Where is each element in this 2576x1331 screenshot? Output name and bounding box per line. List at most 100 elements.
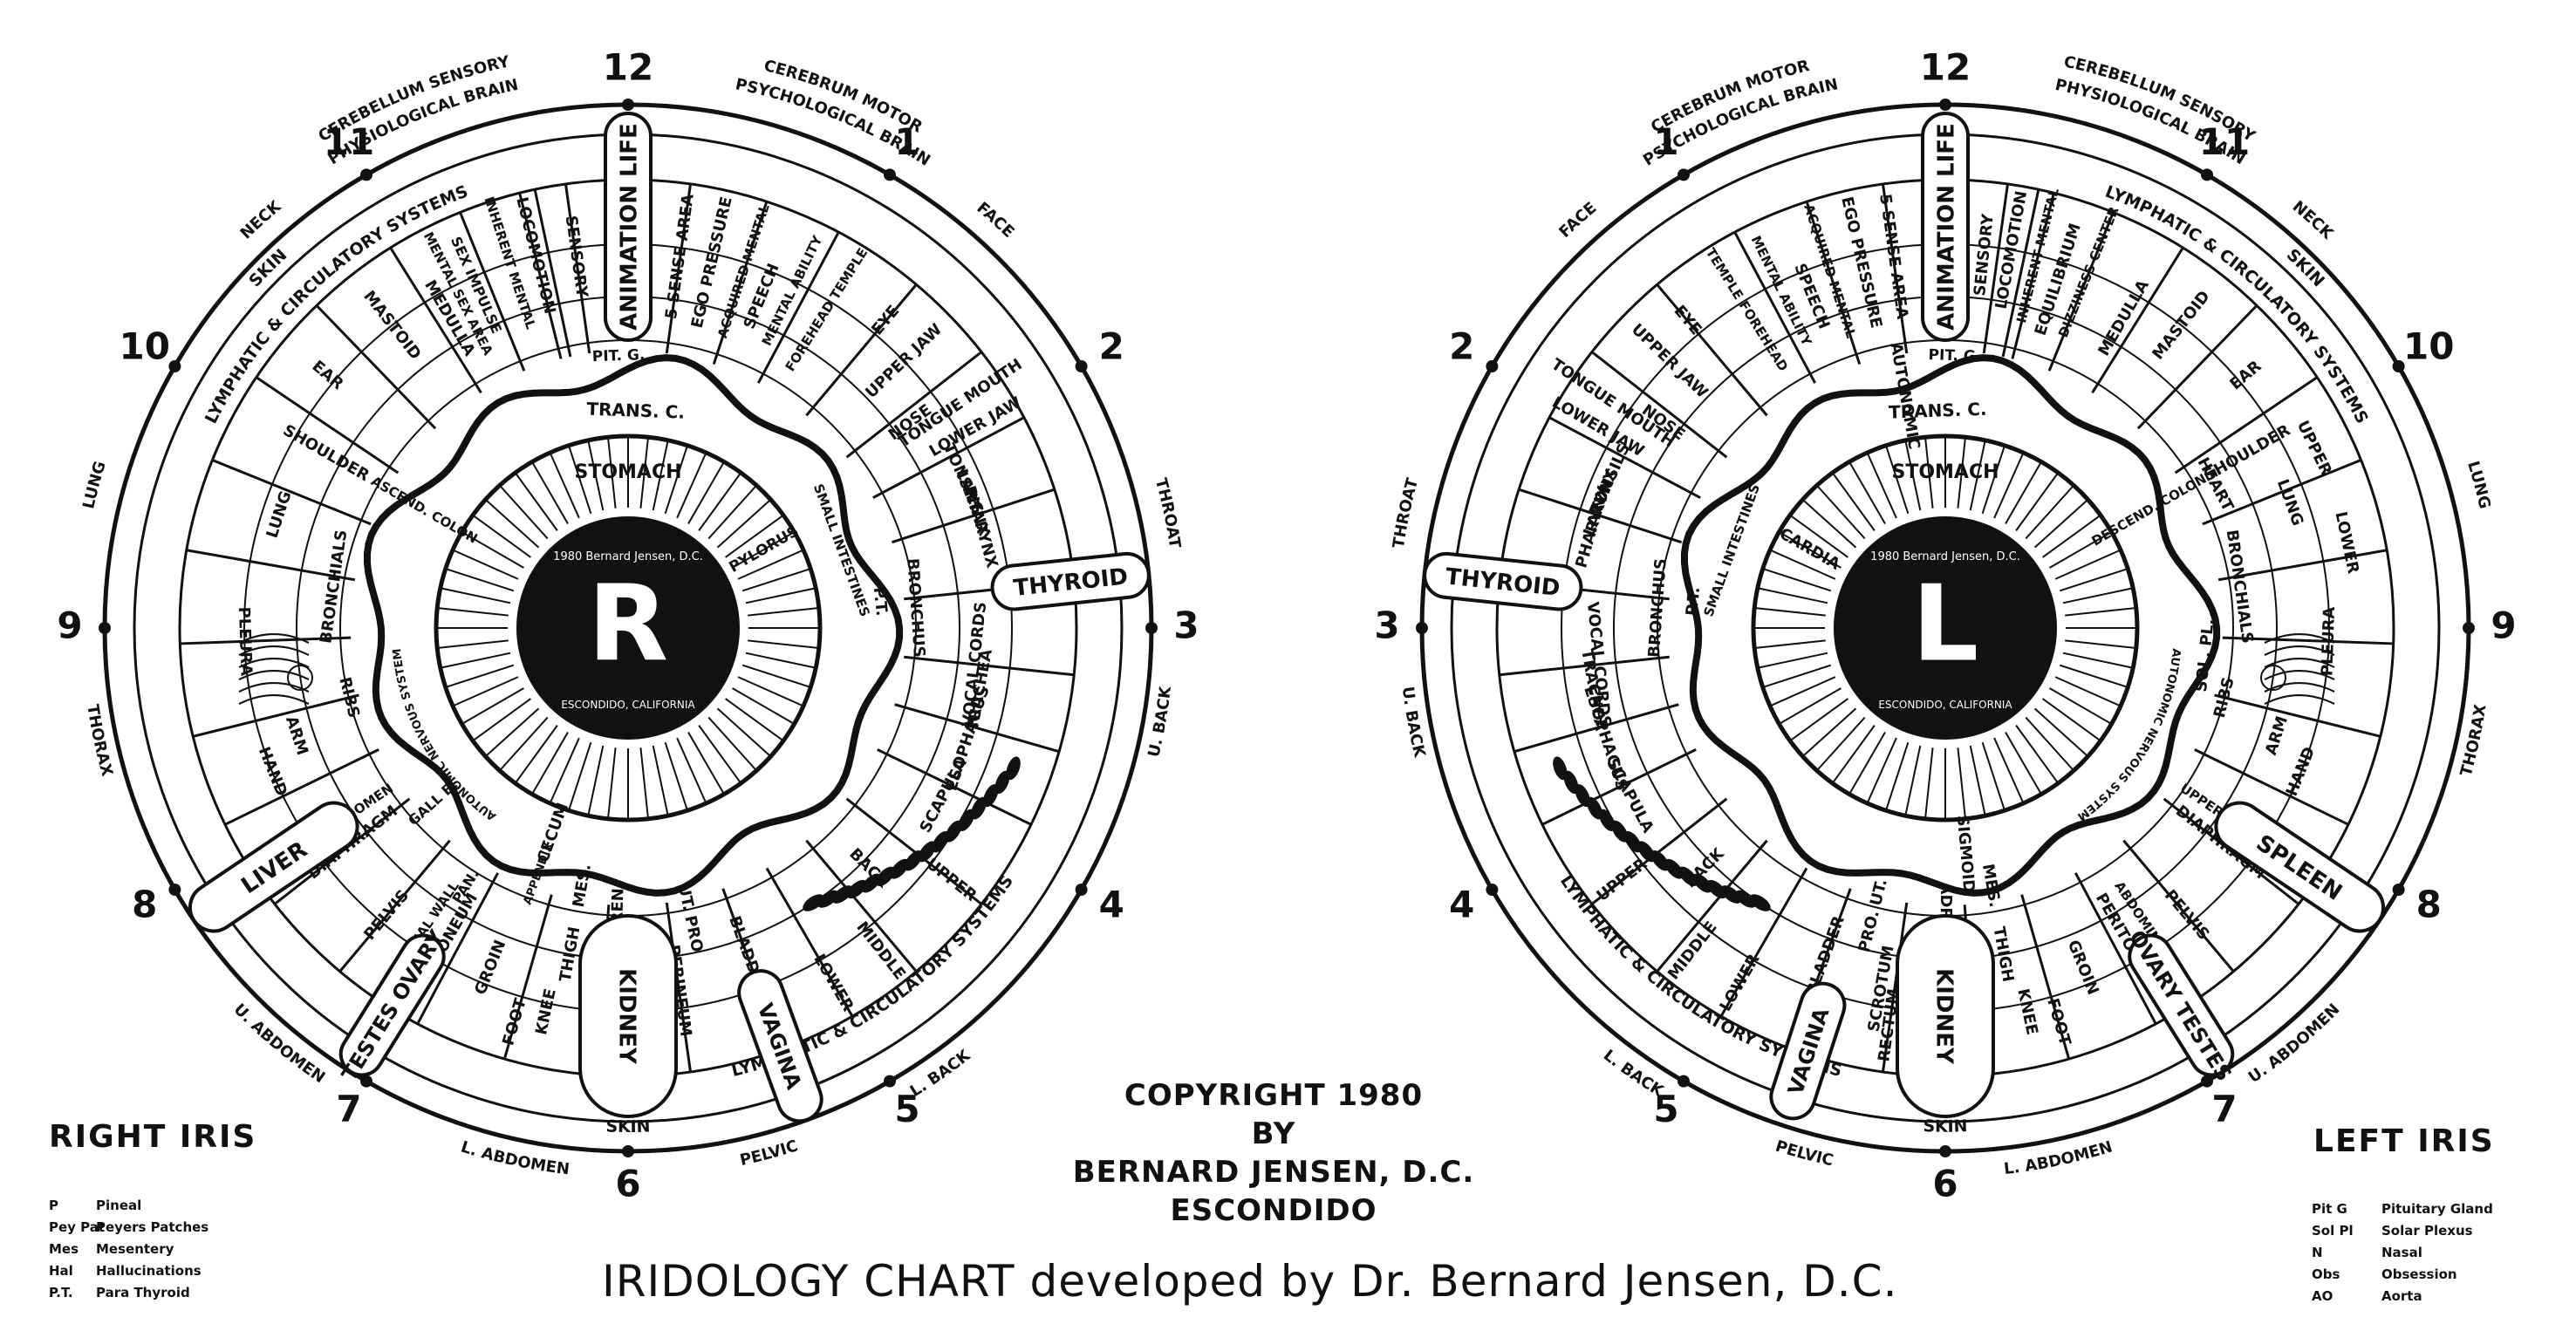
zone-divider <box>1881 183 1909 354</box>
copyright-line: BERNARD JENSEN, D.C. <box>1072 1155 1475 1190</box>
vertebra <box>1749 894 1771 911</box>
legend-key: Pey Pat <box>49 1219 106 1235</box>
legend-value: Nasal <box>2381 1245 2422 1260</box>
vertebra <box>1587 796 1602 820</box>
legend-key: N <box>2312 1245 2323 1260</box>
clock-dot <box>1486 884 1499 896</box>
stomach-ray <box>437 607 509 617</box>
stomach-ray <box>452 676 519 707</box>
thyroid-label-box: THYROID <box>990 551 1151 611</box>
stomach-ray <box>1789 698 1848 742</box>
stomach-ray <box>1778 687 1841 725</box>
zone-divider <box>665 902 693 1073</box>
vertebra <box>1692 873 1712 893</box>
vertebra <box>1575 784 1590 808</box>
stomach-ray <box>732 687 796 725</box>
vertebra <box>971 796 987 820</box>
vertebra <box>861 873 881 893</box>
legend-value: Para Thyroid <box>96 1285 190 1300</box>
pupil-letter: R <box>588 564 668 686</box>
legend-item: N Nasal <box>2312 1242 2493 1264</box>
vertebra <box>803 894 824 911</box>
stomach-ray <box>737 549 804 580</box>
stomach-ray <box>748 607 819 617</box>
legend-key: Hal <box>49 1263 73 1279</box>
pupil-caption: ESCONDIDO, CALIFORNIA <box>561 699 695 711</box>
vertebra <box>1706 879 1727 899</box>
legend-key: P.T. <box>49 1285 73 1300</box>
stomach-ray <box>716 707 772 757</box>
stomach-ray <box>725 698 784 742</box>
stomach-ray <box>1754 607 1826 617</box>
zone-divider <box>1656 839 1768 973</box>
stomach-ray <box>2015 472 2060 531</box>
clock-number: 4 <box>1099 884 1124 926</box>
zone-label: PLEURA <box>2318 606 2339 676</box>
clock-dot <box>2201 168 2213 181</box>
stomach-ray <box>716 499 772 549</box>
clock-number: 10 <box>120 325 170 368</box>
stomach-ray <box>1848 461 1886 524</box>
zone-divider <box>2122 839 2235 973</box>
stomach-ray <box>484 707 540 757</box>
vertebra <box>1563 770 1579 795</box>
thyroid-label-outline <box>990 551 1151 611</box>
rib-line <box>2264 682 2335 693</box>
copyright-line: COPYRIGHT 1980 <box>1124 1078 1424 1113</box>
rib-line <box>2264 694 2335 705</box>
zone-label: PLEURA <box>235 606 256 676</box>
clock-number: 4 <box>1449 884 1474 926</box>
zone-divider <box>894 703 1060 754</box>
zone-divider <box>2174 376 2318 474</box>
stomach-ray <box>676 737 707 804</box>
clock-dot <box>622 99 634 111</box>
zone-divider <box>256 376 400 474</box>
animation-life-label-box: ANIMATION LIFE <box>604 112 653 342</box>
stomach-ray <box>437 639 509 649</box>
zone-divider <box>416 872 500 1025</box>
zone-divider <box>877 748 1032 826</box>
stomach-ray <box>687 732 725 795</box>
rib-line <box>2264 670 2335 680</box>
vertebra <box>918 841 936 863</box>
clock-dot <box>1416 622 1428 634</box>
stomach-ray <box>1816 484 1866 540</box>
vertebra <box>817 890 839 908</box>
outer-region-label: PELVIC <box>738 1136 800 1170</box>
legend-key: Sol Pl <box>2312 1223 2354 1239</box>
stomach-ray <box>664 445 688 515</box>
kidney-label-outline <box>578 914 678 1118</box>
stomach-ray <box>1757 587 1828 604</box>
clock-number: 2 <box>1449 325 1474 368</box>
stomach-ray <box>499 716 549 772</box>
zone-divider <box>805 839 918 973</box>
stomach-ray <box>1993 452 2025 519</box>
clock-number: 9 <box>57 604 82 647</box>
stomach-ray <box>1981 741 2005 811</box>
stomach-ray <box>741 664 811 688</box>
nipple-circle <box>286 665 313 692</box>
stomach-ray <box>549 452 580 519</box>
zone-divider <box>765 867 854 1017</box>
zone-divider <box>1982 183 2010 354</box>
clock-dot <box>168 884 181 896</box>
zone-divider <box>2217 549 2388 582</box>
outer-region-label: FACE <box>974 199 1018 242</box>
rib-line <box>2264 633 2335 644</box>
clock-number: 6 <box>1932 1163 1958 1205</box>
zone-divider <box>2194 748 2349 826</box>
thorax-sketch <box>238 633 313 705</box>
vertebra <box>1734 890 1756 908</box>
zone-divider <box>2011 192 2055 359</box>
zone-label: P.T. <box>1683 586 1704 617</box>
stomach-ray <box>2049 687 2113 725</box>
clock-number: 12 <box>1920 46 1971 89</box>
thyroid-label-outline <box>1423 551 1583 611</box>
clock-number: 5 <box>1653 1088 1678 1130</box>
zone-divider <box>1733 231 1817 384</box>
stomach-ray <box>1885 741 1910 811</box>
clock-dot <box>1075 360 1088 372</box>
